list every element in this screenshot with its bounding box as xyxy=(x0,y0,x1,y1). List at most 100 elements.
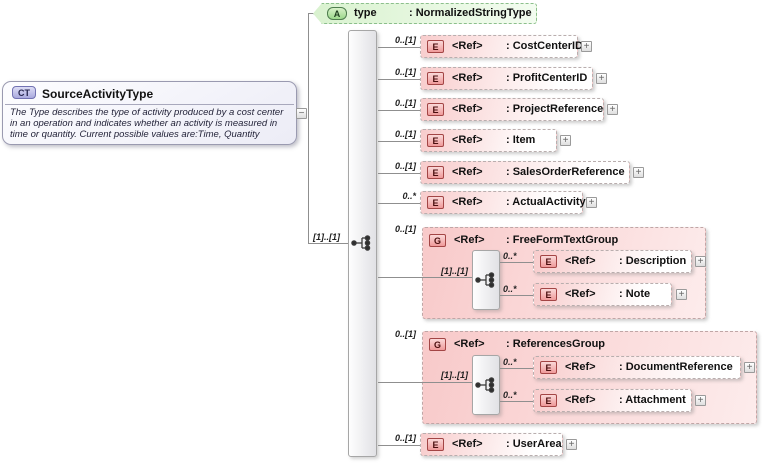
element-box-costcenterid[interactable]: E <Ref> : CostCenterID xyxy=(420,35,583,58)
sequence-icon xyxy=(475,272,497,288)
attribute-type: : NormalizedStringType xyxy=(409,7,532,19)
compositor-cardinality-label: [1]..[1] xyxy=(441,266,468,276)
element-badge: E xyxy=(540,288,557,301)
complex-type-badge: CT xyxy=(12,86,36,99)
expand-button[interactable]: + xyxy=(596,73,607,84)
group-badge: G xyxy=(429,234,446,247)
connector-line xyxy=(500,401,533,402)
connector-line xyxy=(308,13,309,243)
element-box-actualactivity[interactable]: E <Ref> : ActualActivity xyxy=(420,191,586,214)
element-box-salesorderreference[interactable]: E <Ref> : SalesOrderReference xyxy=(420,161,630,184)
expand-button[interactable]: + xyxy=(695,395,706,406)
element-type: : ProfitCenterID xyxy=(506,72,588,84)
element-type: : UserArea xyxy=(506,438,562,450)
group-type: : FreeFormTextGroup xyxy=(506,234,619,246)
element-ref: <Ref> xyxy=(565,288,596,300)
element-type: : Note xyxy=(619,288,651,300)
connector-line xyxy=(500,262,533,263)
connector-line xyxy=(378,47,420,48)
element-badge: E xyxy=(427,103,444,116)
element-badge: E xyxy=(427,72,444,85)
cardinality-label: 0..* xyxy=(503,284,517,294)
collapse-button[interactable]: − xyxy=(296,108,307,119)
element-type: : ActualActivity xyxy=(506,196,586,208)
element-badge: E xyxy=(540,255,557,268)
cardinality-label: 0..* xyxy=(503,251,517,261)
element-box-profitcenterid[interactable]: E <Ref> : ProfitCenterID xyxy=(420,67,593,90)
element-box-projectreference[interactable]: E <Ref> : ProjectReference xyxy=(420,98,604,121)
expand-button[interactable]: + xyxy=(581,41,592,52)
connector-line xyxy=(378,110,420,111)
element-ref: <Ref> xyxy=(452,438,483,450)
group-badge: G xyxy=(429,338,446,351)
element-ref: <Ref> xyxy=(452,103,483,115)
element-type: : ProjectReference xyxy=(506,103,604,115)
cardinality-label: 0..* xyxy=(503,390,517,400)
element-badge: E xyxy=(427,196,444,209)
element-badge: E xyxy=(540,361,557,374)
expand-button[interactable]: + xyxy=(607,104,618,115)
element-badge: E xyxy=(427,166,444,179)
element-box-note[interactable]: E <Ref> : Note xyxy=(533,283,672,306)
element-ref: <Ref> xyxy=(452,134,483,146)
cardinality-label: 0..* xyxy=(503,357,517,367)
cardinality-label: 0..[1] xyxy=(394,161,416,171)
element-ref: <Ref> xyxy=(565,255,596,267)
group-ref: <Ref> xyxy=(454,338,485,350)
attribute-badge: A xyxy=(327,7,347,20)
complex-type-box[interactable]: CT SourceActivityType The Type describes… xyxy=(2,81,297,145)
expand-button[interactable]: + xyxy=(744,362,755,373)
sequence-icon xyxy=(475,377,497,393)
cardinality-label: 0..[1] xyxy=(394,224,416,234)
cardinality-label: 0..[1] xyxy=(394,98,416,108)
connector-line xyxy=(378,382,472,383)
element-type: : Item xyxy=(506,134,536,146)
connector-line xyxy=(378,173,420,174)
group-type: : ReferencesGroup xyxy=(506,338,606,350)
expand-button[interactable]: + xyxy=(676,289,687,300)
element-box-documentreference[interactable]: E <Ref> : DocumentReference xyxy=(533,356,741,379)
element-box-description[interactable]: E <Ref> : Description xyxy=(533,250,692,273)
root-cardinality-label: [1]..[1] xyxy=(313,232,340,242)
element-type: : Attachment xyxy=(619,394,686,406)
cardinality-label: 0..[1] xyxy=(394,35,416,45)
connector-line xyxy=(378,445,420,446)
expand-button[interactable]: + xyxy=(586,197,597,208)
element-box-item[interactable]: E <Ref> : Item xyxy=(420,129,557,152)
element-badge: E xyxy=(427,134,444,147)
element-ref: <Ref> xyxy=(452,196,483,208)
title-separator xyxy=(5,104,294,105)
cardinality-label: 0..* xyxy=(402,191,416,201)
cardinality-label: 0..[1] xyxy=(394,129,416,139)
expand-button[interactable]: + xyxy=(560,135,571,146)
expand-button[interactable]: + xyxy=(633,167,644,178)
complex-type-title: SourceActivityType xyxy=(42,87,154,101)
element-ref: <Ref> xyxy=(565,361,596,373)
element-type: : SalesOrderReference xyxy=(506,166,625,178)
cardinality-label: 0..[1] xyxy=(394,67,416,77)
sequence-icon xyxy=(351,235,373,251)
element-box-userarea[interactable]: E <Ref> : UserArea xyxy=(420,433,563,456)
connector-line xyxy=(378,277,472,278)
connector-line xyxy=(500,295,533,296)
element-type: : Description xyxy=(619,255,687,267)
expand-button[interactable]: + xyxy=(695,256,706,267)
compositor-cardinality-label: [1]..[1] xyxy=(441,370,468,380)
cardinality-label: 0..[1] xyxy=(394,329,416,339)
element-ref: <Ref> xyxy=(452,72,483,84)
element-badge: E xyxy=(427,40,444,53)
element-box-attachment[interactable]: E <Ref> : Attachment xyxy=(533,389,692,412)
attribute-name: type xyxy=(354,7,377,19)
expand-button[interactable]: + xyxy=(566,439,577,450)
connector-line xyxy=(308,243,348,244)
element-ref: <Ref> xyxy=(452,166,483,178)
element-type: : CostCenterID xyxy=(506,40,584,52)
connector-line xyxy=(378,203,420,204)
cardinality-label: 0..[1] xyxy=(394,433,416,443)
group-ref: <Ref> xyxy=(454,234,485,246)
element-badge: E xyxy=(427,438,444,451)
element-type: : DocumentReference xyxy=(619,361,733,373)
attribute-box[interactable]: A type : NormalizedStringType xyxy=(313,3,537,24)
element-ref: <Ref> xyxy=(452,40,483,52)
